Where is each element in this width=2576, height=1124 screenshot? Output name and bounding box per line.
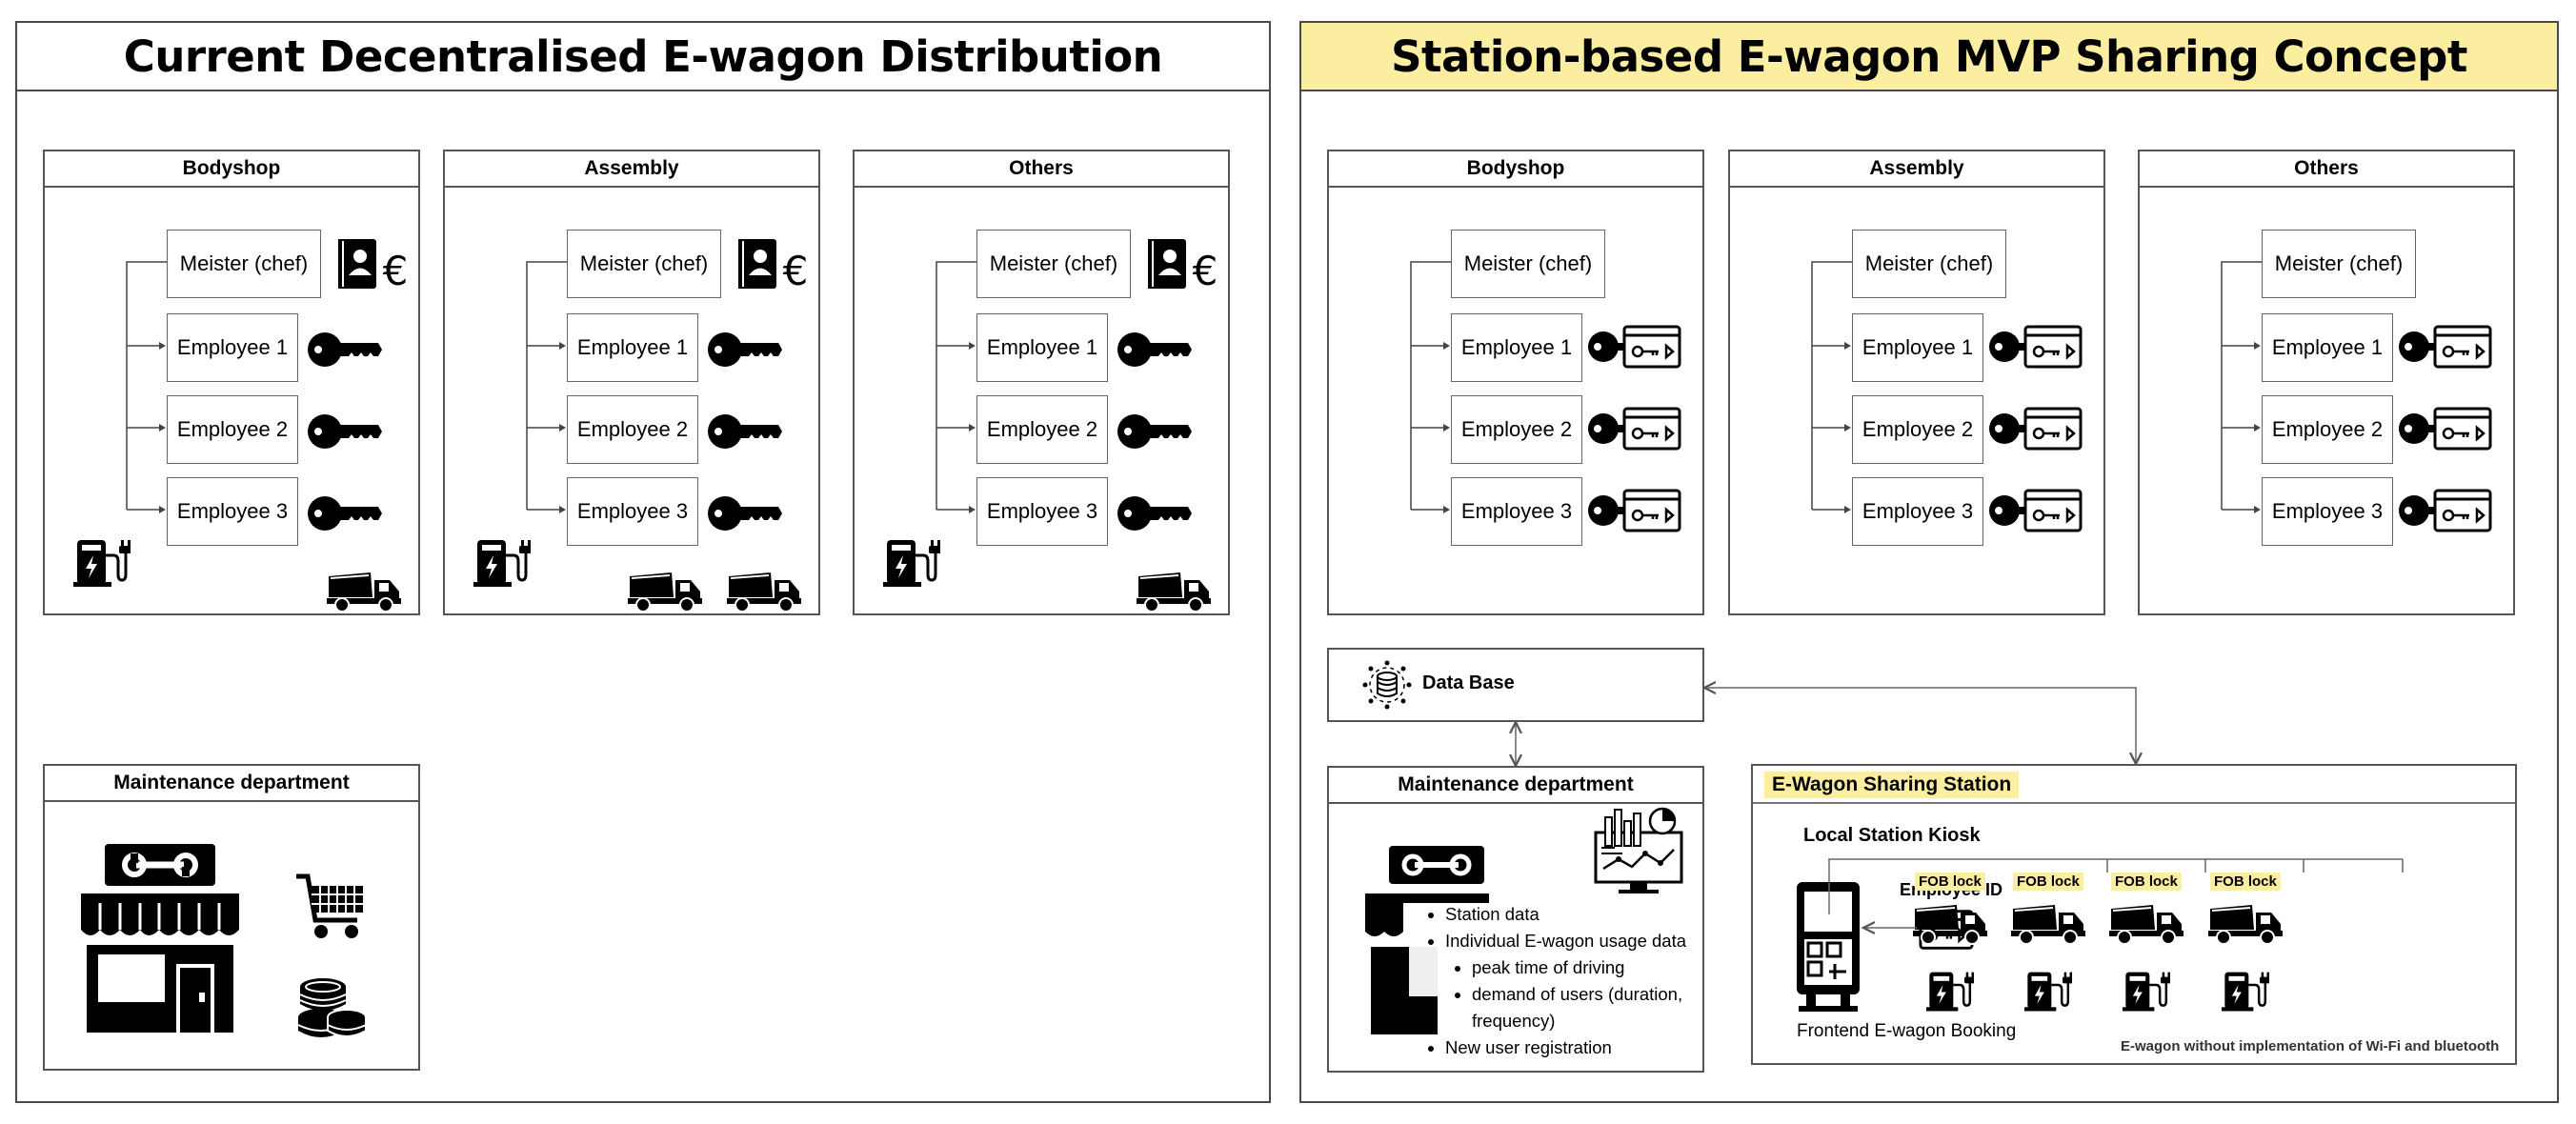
meister-box: Meister (chef) [2262,230,2416,298]
list-item: New user registration [1445,1034,1706,1061]
meister-box: Meister (chef) [1451,230,1605,298]
org-connector [526,261,567,513]
list-item-text: Individual E-wagon usage data [1445,931,1687,951]
department-title: Others [855,151,1228,188]
fob-lock-label: FOB lock [1915,873,1985,891]
list-item: Station data [1445,901,1706,928]
booking-label: Frontend E-wagon Booking [1797,1021,2017,1041]
employee-box: Employee 1 [976,313,1108,382]
kiosk-label: Local Station Kiosk [1803,825,1981,846]
employee-box: Employee 3 [976,477,1108,546]
department-title: Assembly [445,151,818,188]
employee-box: Employee 2 [567,395,698,464]
employee-box: Employee 3 [2262,477,2393,546]
employee-box: Employee 2 [1451,395,1582,464]
database-icon [1362,660,1412,710]
employee-box: Employee 1 [167,313,298,382]
org-connector [936,261,976,513]
maintenance-department-right: Maintenance department Station data Indi… [1327,766,1704,1073]
maintenance-title: Maintenance department [1329,768,1702,804]
panel-title: Current Decentralised E-wagon Distributi… [17,23,1269,91]
employee-box: Employee 2 [167,395,298,464]
station-header [1753,766,2515,804]
list-item: Individual E-wagon usage data peak time … [1445,928,1706,1034]
org-connector [126,261,167,513]
station-note: E-wagon without implementation of Wi-Fi … [2121,1038,2500,1054]
meister-box: Meister (chef) [167,230,321,298]
employee-box: Employee 3 [167,477,298,546]
list-subitem: demand of users (duration, frequency) [1472,981,1706,1034]
meister-box: Meister (chef) [567,230,721,298]
station-title: E-Wagon Sharing Station [1764,772,2020,798]
maintenance-title: Maintenance department [45,766,418,802]
employee-box: Employee 1 [2262,313,2393,382]
shopping-cart-icon [296,873,363,938]
fob-lock-label: FOB lock [2210,873,2281,891]
maintenance-department: Maintenance department [43,764,420,1071]
org-connector [1410,261,1451,513]
employee-box: Employee 1 [1451,313,1582,382]
meister-box: Meister (chef) [1852,230,2006,298]
department-title: Bodyshop [1329,151,1702,188]
employee-box: Employee 3 [1451,477,1582,546]
fob-lock-label: FOB lock [2111,873,2182,891]
employee-box: Employee 3 [1852,477,1983,546]
workshop-store-icon [81,844,239,1033]
employee-box: Employee 3 [567,477,698,546]
employee-box: Employee 2 [2262,395,2393,464]
employee-box: Employee 1 [1852,313,1983,382]
org-connector [2221,261,2262,513]
database-label: Data Base [1422,672,1515,693]
maintenance-data-list: Station data Individual E-wagon usage da… [1420,901,1706,1061]
list-subitem: peak time of driving [1472,954,1706,981]
department-title: Others [2140,151,2513,188]
employee-box: Employee 1 [567,313,698,382]
coins-icon [297,978,367,1037]
employee-box: Employee 2 [976,395,1108,464]
org-connector [1811,261,1852,513]
meister-box: Meister (chef) [976,230,1131,298]
sharing-station: E-Wagon Sharing Station Local Station Ki… [1751,764,2517,1065]
department-title: Bodyshop [45,151,418,188]
kiosk-icon [1797,882,1860,1012]
workshop-store-icon [1365,846,1489,1034]
panel-title: Station-based E-wagon MVP Sharing Concep… [1301,23,2557,91]
fob-lock-label: FOB lock [2013,873,2083,891]
employee-box: Employee 2 [1852,395,1983,464]
analytics-monitor-icon [1594,807,1683,893]
department-title: Assembly [1730,151,2103,188]
